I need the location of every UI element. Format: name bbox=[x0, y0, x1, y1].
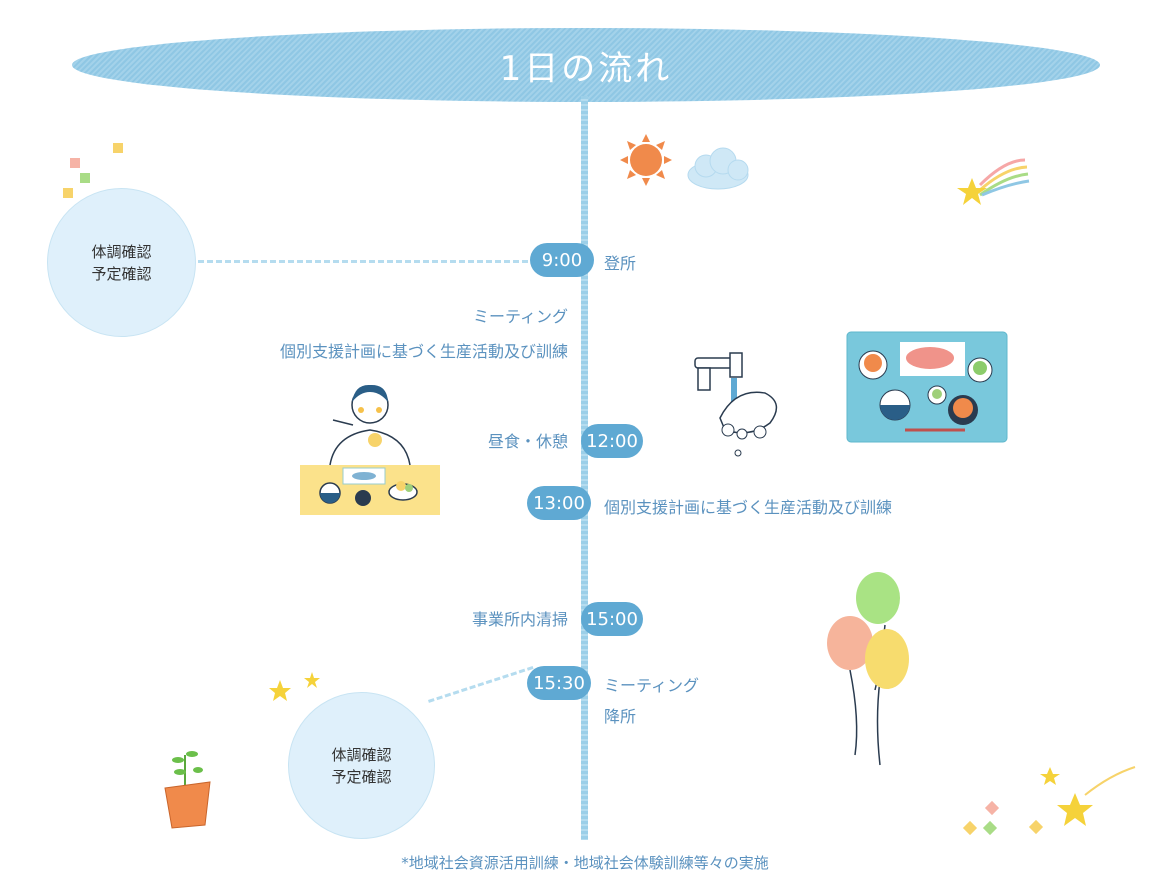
connector-dashed-evening bbox=[428, 666, 534, 703]
timeline-line bbox=[581, 96, 588, 840]
check-circle-morning: 体調確認 予定確認 bbox=[47, 188, 196, 337]
event-production-morning: 個別支援計画に基づく生産活動及び訓練 bbox=[279, 342, 568, 361]
check-line-2: 予定確認 bbox=[91, 264, 152, 283]
time-label: 13:00 bbox=[533, 492, 585, 514]
connector-dashed-morning bbox=[198, 260, 528, 263]
lunch-tray-icon bbox=[846, 331, 1008, 443]
event-meeting-morning: ミーティング bbox=[472, 307, 568, 326]
time-label: 15:00 bbox=[586, 608, 638, 630]
event-cleaning: 事業所内清掃 bbox=[471, 610, 568, 629]
time-label: 9:00 bbox=[541, 249, 583, 271]
person-eating-icon bbox=[300, 384, 440, 515]
time-pill-900: 9:00 bbox=[530, 243, 594, 277]
time-pill-1530: 15:30 bbox=[527, 666, 591, 700]
plant-pot-icon bbox=[164, 751, 211, 829]
shooting-star-icon-bottom bbox=[962, 766, 1136, 836]
time-pill-1300: 13:00 bbox=[527, 486, 591, 520]
event-production-afternoon: 個別支援計画に基づく生産活動及び訓練 bbox=[604, 498, 893, 517]
time-pill-1200: 12:00 bbox=[581, 424, 643, 458]
cloud-icon bbox=[687, 147, 749, 190]
shooting-star-icon bbox=[957, 158, 1030, 205]
event-arrival: 登所 bbox=[604, 254, 637, 273]
footnote: *地域社会資源活用訓練・地域社会体験訓練等々の実施 bbox=[401, 854, 769, 872]
sparkle-star-icon bbox=[269, 672, 320, 701]
time-label: 15:30 bbox=[533, 672, 585, 694]
event-departure: 降所 bbox=[604, 707, 637, 726]
check-circle-evening: 体調確認 予定確認 bbox=[288, 692, 435, 839]
sun-icon bbox=[620, 134, 749, 190]
check-line-1: 体調確認 bbox=[331, 745, 392, 764]
time-pill-1500: 15:00 bbox=[581, 602, 643, 636]
confetti-icon bbox=[63, 143, 123, 198]
balloons-icon bbox=[827, 572, 909, 766]
event-lunch: 昼食・休憩 bbox=[487, 432, 568, 451]
check-line-2: 予定確認 bbox=[331, 767, 392, 786]
hand-washing-icon bbox=[694, 352, 778, 457]
event-meeting-evening: ミーティング bbox=[604, 676, 700, 695]
title-banner: 1日の流れ bbox=[72, 28, 1100, 102]
page-title: 1日の流れ bbox=[499, 48, 673, 89]
check-line-1: 体調確認 bbox=[91, 242, 152, 261]
time-label: 12:00 bbox=[586, 430, 638, 452]
